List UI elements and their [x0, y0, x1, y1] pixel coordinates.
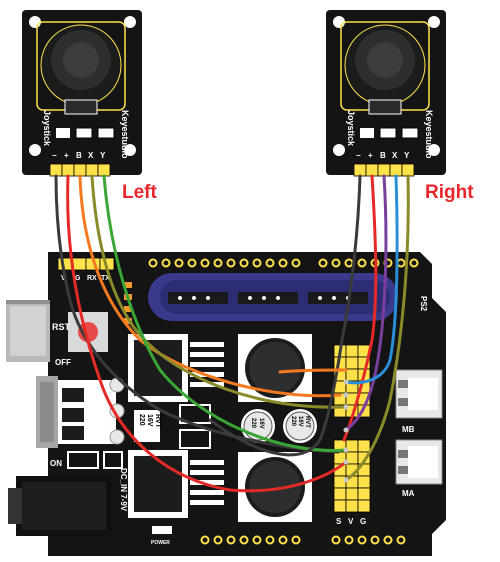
regulator-bottom	[128, 450, 224, 518]
svg-label-g: G	[360, 517, 366, 526]
svg-label-s: S	[336, 517, 342, 526]
wires	[54, 174, 410, 493]
pin-label-right-2: +	[368, 151, 373, 160]
dc-barrel-jack	[8, 476, 112, 536]
inductor-bottom	[238, 452, 312, 522]
right-joystick-module: Joystick Keyestudio − + B X Y	[326, 10, 446, 177]
pin-label-right-5: Y	[404, 151, 410, 160]
ma-label: MA	[402, 489, 415, 498]
off-label: OFF	[55, 358, 71, 367]
cap-right-voltage: 16V	[297, 416, 303, 427]
power-label: POWER	[151, 540, 170, 546]
brand-label-right: Keyestudio	[424, 110, 434, 159]
svg-label-v: V	[348, 517, 354, 526]
wire-left-black	[54, 174, 340, 454]
cap-mid-value: 220	[250, 418, 256, 429]
header-label-v: V	[61, 275, 66, 282]
cap-right-type: RVT	[304, 416, 310, 428]
pin-label-left-1: −	[52, 151, 57, 160]
wire-right-black	[208, 174, 362, 457]
brand-label-left: Keyestudio	[120, 110, 130, 159]
joystick-label-left: Joystick	[42, 110, 52, 147]
header-label-g: G	[75, 275, 81, 282]
pin-label-left-2: +	[64, 151, 69, 160]
header-label-rx: RX	[87, 275, 97, 282]
inductor-top	[238, 334, 312, 402]
right-label: Right	[425, 182, 474, 203]
cap-left-voltage: 16V	[146, 414, 153, 427]
wire-right-olive	[344, 174, 410, 482]
switch-body	[36, 376, 58, 448]
joystick-label-right: Joystick	[346, 110, 356, 147]
wire-right-orange	[278, 368, 348, 374]
cap-left-value: 220	[138, 414, 145, 426]
wire-left-orange	[78, 174, 342, 398]
pin-label-left-4: X	[88, 151, 94, 160]
header-label-tx: TX	[101, 275, 110, 282]
cap-mid-voltage: 16V	[258, 418, 264, 429]
usb-connector	[6, 300, 50, 362]
wire-right-purple	[344, 174, 388, 432]
cap-right-value: 220	[290, 416, 296, 427]
dc-in-label: DC_IN 7-9V	[119, 468, 128, 512]
wire-left-green	[102, 174, 348, 452]
left-joystick-module: Joystick Keyestudio − + B X Y	[22, 10, 142, 177]
cap-left-type: RVT	[154, 414, 161, 429]
wire-left-olive	[90, 174, 348, 409]
pin-label-right-4: X	[392, 151, 398, 160]
wire-right-blue	[344, 174, 399, 385]
capacitor-left: 220 16V RVT	[134, 410, 161, 442]
left-label: Left	[122, 182, 158, 203]
wire-endpoints	[343, 379, 349, 483]
capacitor-mid-2: 220 16V RVT	[283, 409, 317, 443]
on-label: ON	[50, 459, 62, 468]
mb-label: MB	[402, 425, 415, 434]
wire-left-red	[66, 174, 348, 493]
ps2-label: PS2	[419, 296, 428, 312]
pin-label-right-1: −	[356, 151, 361, 160]
pin-label-right-3: B	[380, 151, 386, 160]
wire-right-red	[342, 174, 378, 442]
rst-label: RST	[52, 322, 71, 332]
pin-label-left-3: B	[76, 151, 82, 160]
motor-connector-mb	[395, 369, 443, 419]
motor-connector-ma	[395, 439, 443, 485]
pin-label-left-5: Y	[100, 151, 106, 160]
